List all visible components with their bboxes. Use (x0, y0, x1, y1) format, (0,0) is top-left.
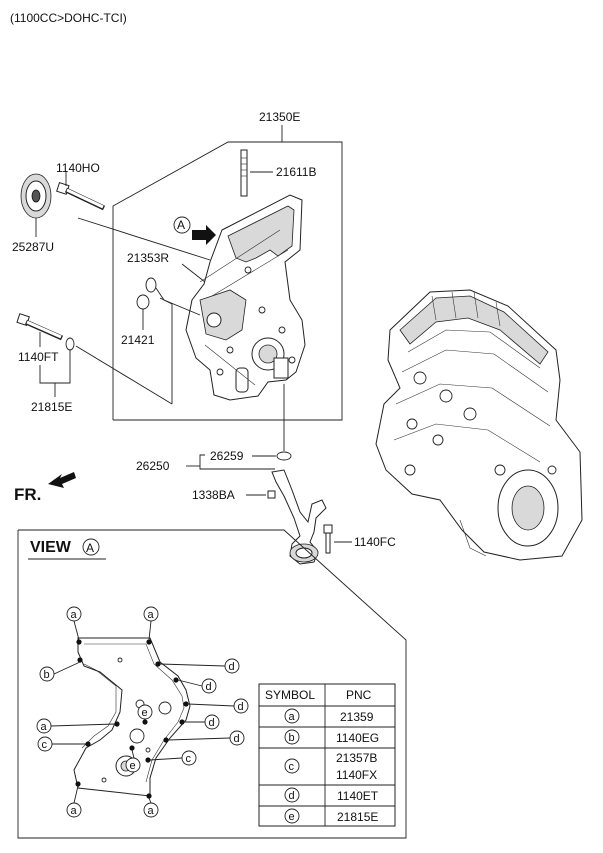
table-row-3-pnc-2: 1140FX (336, 768, 377, 782)
callout-b: b (44, 669, 50, 681)
label-1140FC: 1140FC (354, 535, 396, 549)
gasket-21421 (136, 294, 150, 310)
table-row-4-pnc: 1140ET (337, 789, 379, 803)
callout-a-top-right: a (148, 609, 155, 621)
assembly-boundary (112, 141, 343, 421)
stud-21611B (240, 149, 248, 197)
callout-d-3: d (238, 701, 244, 713)
callout-d-1: d (229, 661, 235, 673)
table-row-4-symbol: d (289, 790, 295, 802)
table-row-2-pnc: 1140EG (336, 731, 379, 745)
label-1338BA: 1338BA (192, 488, 235, 502)
bolt-1140FC (323, 524, 333, 554)
callout-d-5: d (234, 733, 240, 745)
bolt-1338BA (267, 490, 276, 499)
table-row-5-pnc: 21815E (337, 810, 378, 824)
bracket-26250 (199, 454, 205, 470)
leader-21353R (181, 263, 206, 283)
callout-e-2: e (130, 760, 136, 772)
front-arrow-icon (48, 472, 76, 488)
view-a-arrow (192, 225, 216, 245)
callout-e-1: e (142, 707, 148, 719)
table-row-5-symbol: e (289, 811, 295, 823)
front-label: FR. (14, 485, 41, 504)
callout-a-bottom-left: a (71, 805, 78, 817)
timing-cover (185, 194, 306, 401)
callout-a-left: a (41, 721, 48, 733)
leader-21815E-to-cover (75, 345, 173, 405)
table-row-3-symbol: c (289, 761, 295, 773)
label-26250: 26250 (136, 459, 170, 473)
table-header-pnc: PNC (346, 688, 372, 702)
view-title-marker-circle (82, 538, 100, 556)
table-header-symbol: SYMBOL (265, 688, 315, 702)
oring-26259 (276, 451, 292, 461)
oil-strainer (271, 469, 327, 565)
view-a-marker-circle (173, 216, 191, 234)
callout-c-left: c (42, 739, 48, 751)
view-title-marker: A (86, 541, 94, 555)
label-1140HO: 1140HO (56, 161, 100, 175)
callout-a-top-left: a (71, 609, 78, 621)
table-row-1-pnc: 21359 (340, 710, 374, 724)
label-25287U: 25287U (12, 240, 54, 254)
bolt-1140HO (56, 182, 106, 211)
label-21611B: 21611B (276, 165, 316, 179)
table-row-1-symbol: a (289, 711, 296, 723)
label-26259: 26259 (210, 449, 244, 463)
callout-a-bottom-right: a (148, 805, 155, 817)
table-row-3-pnc: 21357B (336, 751, 377, 765)
view-bolt-dots (75, 639, 189, 799)
view-panel-frame (17, 529, 407, 839)
bolt-1140FT (16, 313, 64, 341)
leader-21421-b (159, 297, 173, 404)
washer-21815E (65, 337, 75, 351)
pulley-25287U (20, 173, 52, 219)
callout-d-2: d (206, 681, 212, 693)
label-21350E: 21350E (259, 110, 300, 124)
view-callouts: a a b d d d d d a c c e e a a (36, 606, 249, 818)
label-1140FT: 1140FT (18, 350, 59, 364)
label-21815E: 21815E (31, 400, 72, 414)
view-title: VIEW (30, 539, 72, 556)
legend-table: SYMBOL PNC a 21359 b 1140EG c 21357B 114… (258, 683, 396, 827)
seal-21353R (145, 277, 157, 293)
engine-code-title: (1100CC>DOHC-TCI) (10, 11, 127, 25)
callout-d-4: d (209, 717, 215, 729)
engine-block-illustration (375, 289, 583, 561)
label-21421: 21421 (121, 333, 155, 347)
leader-1140HO-to-cover (77, 217, 211, 261)
view-a-marker-letter: A (177, 218, 185, 232)
table-row-2-symbol: b (289, 732, 295, 744)
label-21353R: 21353R (127, 251, 169, 265)
view-callout-leaders (50, 620, 235, 804)
callout-c-right: c (186, 753, 192, 765)
